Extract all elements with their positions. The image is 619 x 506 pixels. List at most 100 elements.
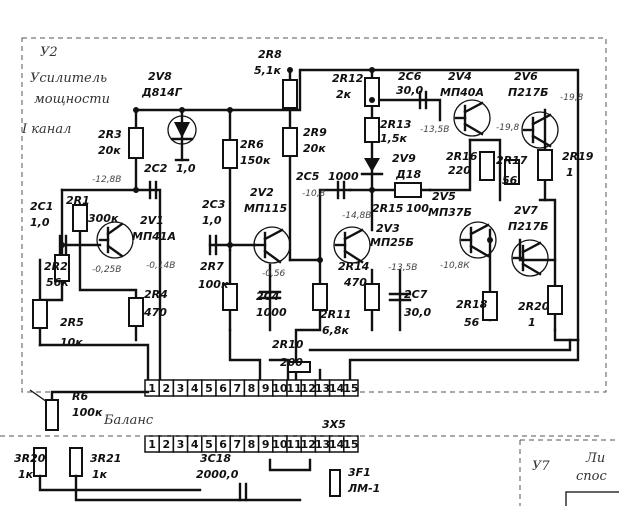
transistor-2v1 [96, 221, 134, 259]
potentiometer-r6[interactable] [45, 399, 59, 431]
top-pin-label-1: 1 [148, 382, 156, 395]
wire-v4-v6 [468, 138, 502, 202]
label-2c3-ref: 2C3 [202, 198, 226, 211]
voltage-note-2: -0,25В [92, 265, 121, 275]
transistor-2v7 [511, 239, 549, 277]
wire-c2-feedback [60, 188, 162, 382]
transistor-2v3 [333, 226, 371, 264]
resistor-2r15 [394, 182, 422, 198]
label-2r15-ref: 2R15 [372, 202, 404, 215]
label-2r15-val: 100 [406, 202, 429, 215]
label-2v2-type: МП115 [244, 202, 287, 215]
label-3r21-val: 1к [92, 468, 108, 481]
block-outline [21, 37, 607, 393]
bottom-pin-label-8: 8 [248, 438, 256, 451]
voltage-note-10: -19,8 [496, 123, 520, 133]
label-2r1-ref: 2R1 [66, 194, 90, 207]
bottom-pin-label-11: 11 [286, 438, 301, 451]
label-2v1-type: МП41А [132, 230, 176, 243]
supply-rail [134, 68, 580, 342]
label-2c2-val: 1,0 [176, 162, 196, 175]
resistor-2r18 [482, 291, 498, 321]
label-2r1-val: 300к [88, 212, 119, 225]
resistor-2r13 [364, 117, 380, 143]
connector-3x5-label: 3X5 [322, 418, 346, 431]
label-2c1-val: 1,0 [30, 216, 50, 229]
resistor-2r8 [282, 79, 298, 109]
label-2r10-ref: 2R10 [272, 338, 304, 351]
label-2r8-ref: 2R8 [258, 48, 282, 61]
label-2r17-ref: 2R17 [496, 154, 528, 167]
label-2r3-ref: 2R3 [98, 128, 122, 141]
top-pin-label-15: 15 [343, 382, 358, 395]
label-2r5-ref: 2R5 [60, 316, 84, 329]
label-2r14-val: 470 [343, 276, 367, 289]
voltage-note-8: -10,8К [440, 261, 470, 271]
capacitor-3c18 [238, 482, 248, 502]
resistor-2r16 [479, 151, 495, 181]
top-pin-label-10: 10 [272, 382, 288, 395]
resistor-2r14 [364, 283, 380, 311]
resistor-2r1 [72, 204, 88, 232]
top-pin-label-7: 7 [233, 382, 241, 395]
top-pin-label-13: 13 [315, 382, 330, 395]
label-2r20-ref: 2R20 [518, 300, 550, 313]
voltage-note-4: -0,56 [262, 269, 286, 279]
bottom-pin-label-6: 6 [219, 438, 227, 451]
wire-pin-b [268, 358, 290, 382]
label-2v2-ref: 2V2 [250, 186, 274, 199]
block-u7-box [565, 491, 619, 506]
fuse-3f1 [329, 469, 341, 497]
resistor-2r7 [222, 283, 238, 311]
bottom-pin-label-12: 12 [301, 438, 316, 451]
label-2v8-type: Д814Г [141, 86, 183, 99]
voltage-note-1: -12,8В [92, 175, 121, 185]
label-2v1-ref: 2V1 [140, 214, 164, 227]
label-r6-ref: R6 [72, 390, 88, 403]
label-2v3-type: МП25Б [370, 236, 414, 249]
label-2r20-val: 1 [528, 316, 536, 329]
label-2r16-ref: 2R16 [446, 150, 478, 163]
label-2v6-ref: 2V6 [514, 70, 538, 83]
label-2c7-val: 30,0 [404, 306, 431, 319]
label-2r6-val: 150к [240, 154, 271, 167]
bottom-pin-box-15 [343, 435, 359, 453]
resistor-2r12 [364, 77, 380, 107]
label-2v8-ref: 2V8 [148, 70, 172, 83]
label-2r8-val: 5,1к [254, 64, 281, 77]
label-2v9-ref: 2V9 [392, 152, 416, 165]
transistor-2v4 [453, 99, 491, 137]
label-2r3-val: 20к [98, 144, 121, 157]
label-3f1-val: ЛМ-1 [347, 482, 380, 495]
resistor-2r19 [537, 149, 553, 181]
block-u7-text: Ли [585, 451, 605, 466]
bottom-pin-label-13: 13 [315, 438, 330, 451]
block-title-channel: I канал [21, 122, 71, 137]
top-pin-label-4: 4 [191, 382, 199, 395]
block-u7-ref: У7 [532, 459, 550, 474]
resistor-2r17 [504, 159, 520, 185]
label-2r12-val: 2к [336, 88, 352, 101]
resistor-2r11 [312, 283, 328, 311]
block-u7-text-2: спос [576, 469, 607, 484]
top-pin-label-5: 5 [205, 382, 213, 395]
block-title-name: Усилитель [30, 71, 107, 86]
bottom-pin-label-15: 15 [343, 438, 358, 451]
label-3c18-ref: 3C18 [200, 452, 231, 465]
label-2c6-ref: 2C6 [398, 70, 422, 83]
label-2r13-ref: 2R13 [380, 118, 412, 131]
voltage-note-9: -19,8 [560, 93, 584, 103]
capacitor-2c2 [148, 180, 158, 200]
top-pin-label-12: 12 [301, 382, 316, 395]
wire-pin-a [228, 328, 262, 382]
label-2v7-ref: 2V7 [514, 204, 538, 217]
voltage-note-11: -13,5В [420, 125, 449, 135]
label-2c1-ref: 2C1 [30, 200, 53, 213]
label-2c7-ref: 2C7 [404, 288, 428, 301]
resistor-2r5 [32, 299, 48, 329]
junctions [59, 67, 493, 263]
resistor-2r20 [547, 285, 563, 315]
bottom-pin-label-2: 2 [162, 438, 170, 451]
